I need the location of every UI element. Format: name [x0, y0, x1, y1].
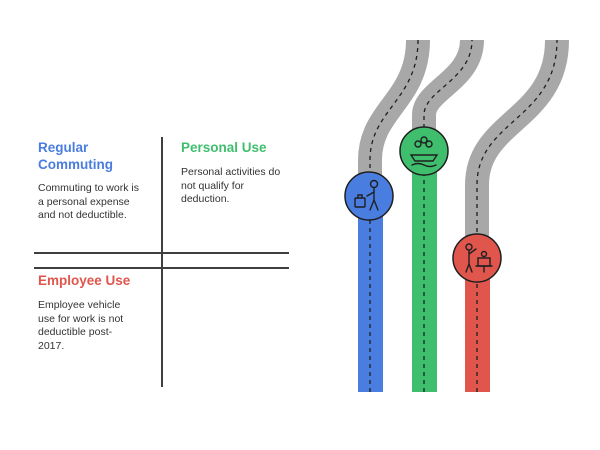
traveler-with-luggage-icon: [344, 171, 394, 221]
horizontal-divider-top: [34, 252, 289, 254]
family-in-boat-icon: [399, 126, 449, 176]
road-center-dashes: [369, 39, 558, 392]
presenter-at-desk-icon: [452, 233, 502, 283]
employee-use-description: Employee vehicle use for work is not ded…: [38, 299, 124, 352]
personal-use-title: Personal Use: [181, 140, 267, 155]
employee-use-title: Employee Use: [38, 273, 131, 288]
gray-road-segments: [358, 38, 569, 255]
horizontal-divider-bottom: [34, 267, 289, 269]
personal-use-description: Personal activities do not qualify for d…: [181, 166, 281, 205]
regular-commuting-description: Commuting to work is a personal expense …: [38, 182, 139, 221]
regular-commuting-title: Regular Commuting: [38, 140, 113, 172]
vertical-divider: [161, 137, 163, 387]
